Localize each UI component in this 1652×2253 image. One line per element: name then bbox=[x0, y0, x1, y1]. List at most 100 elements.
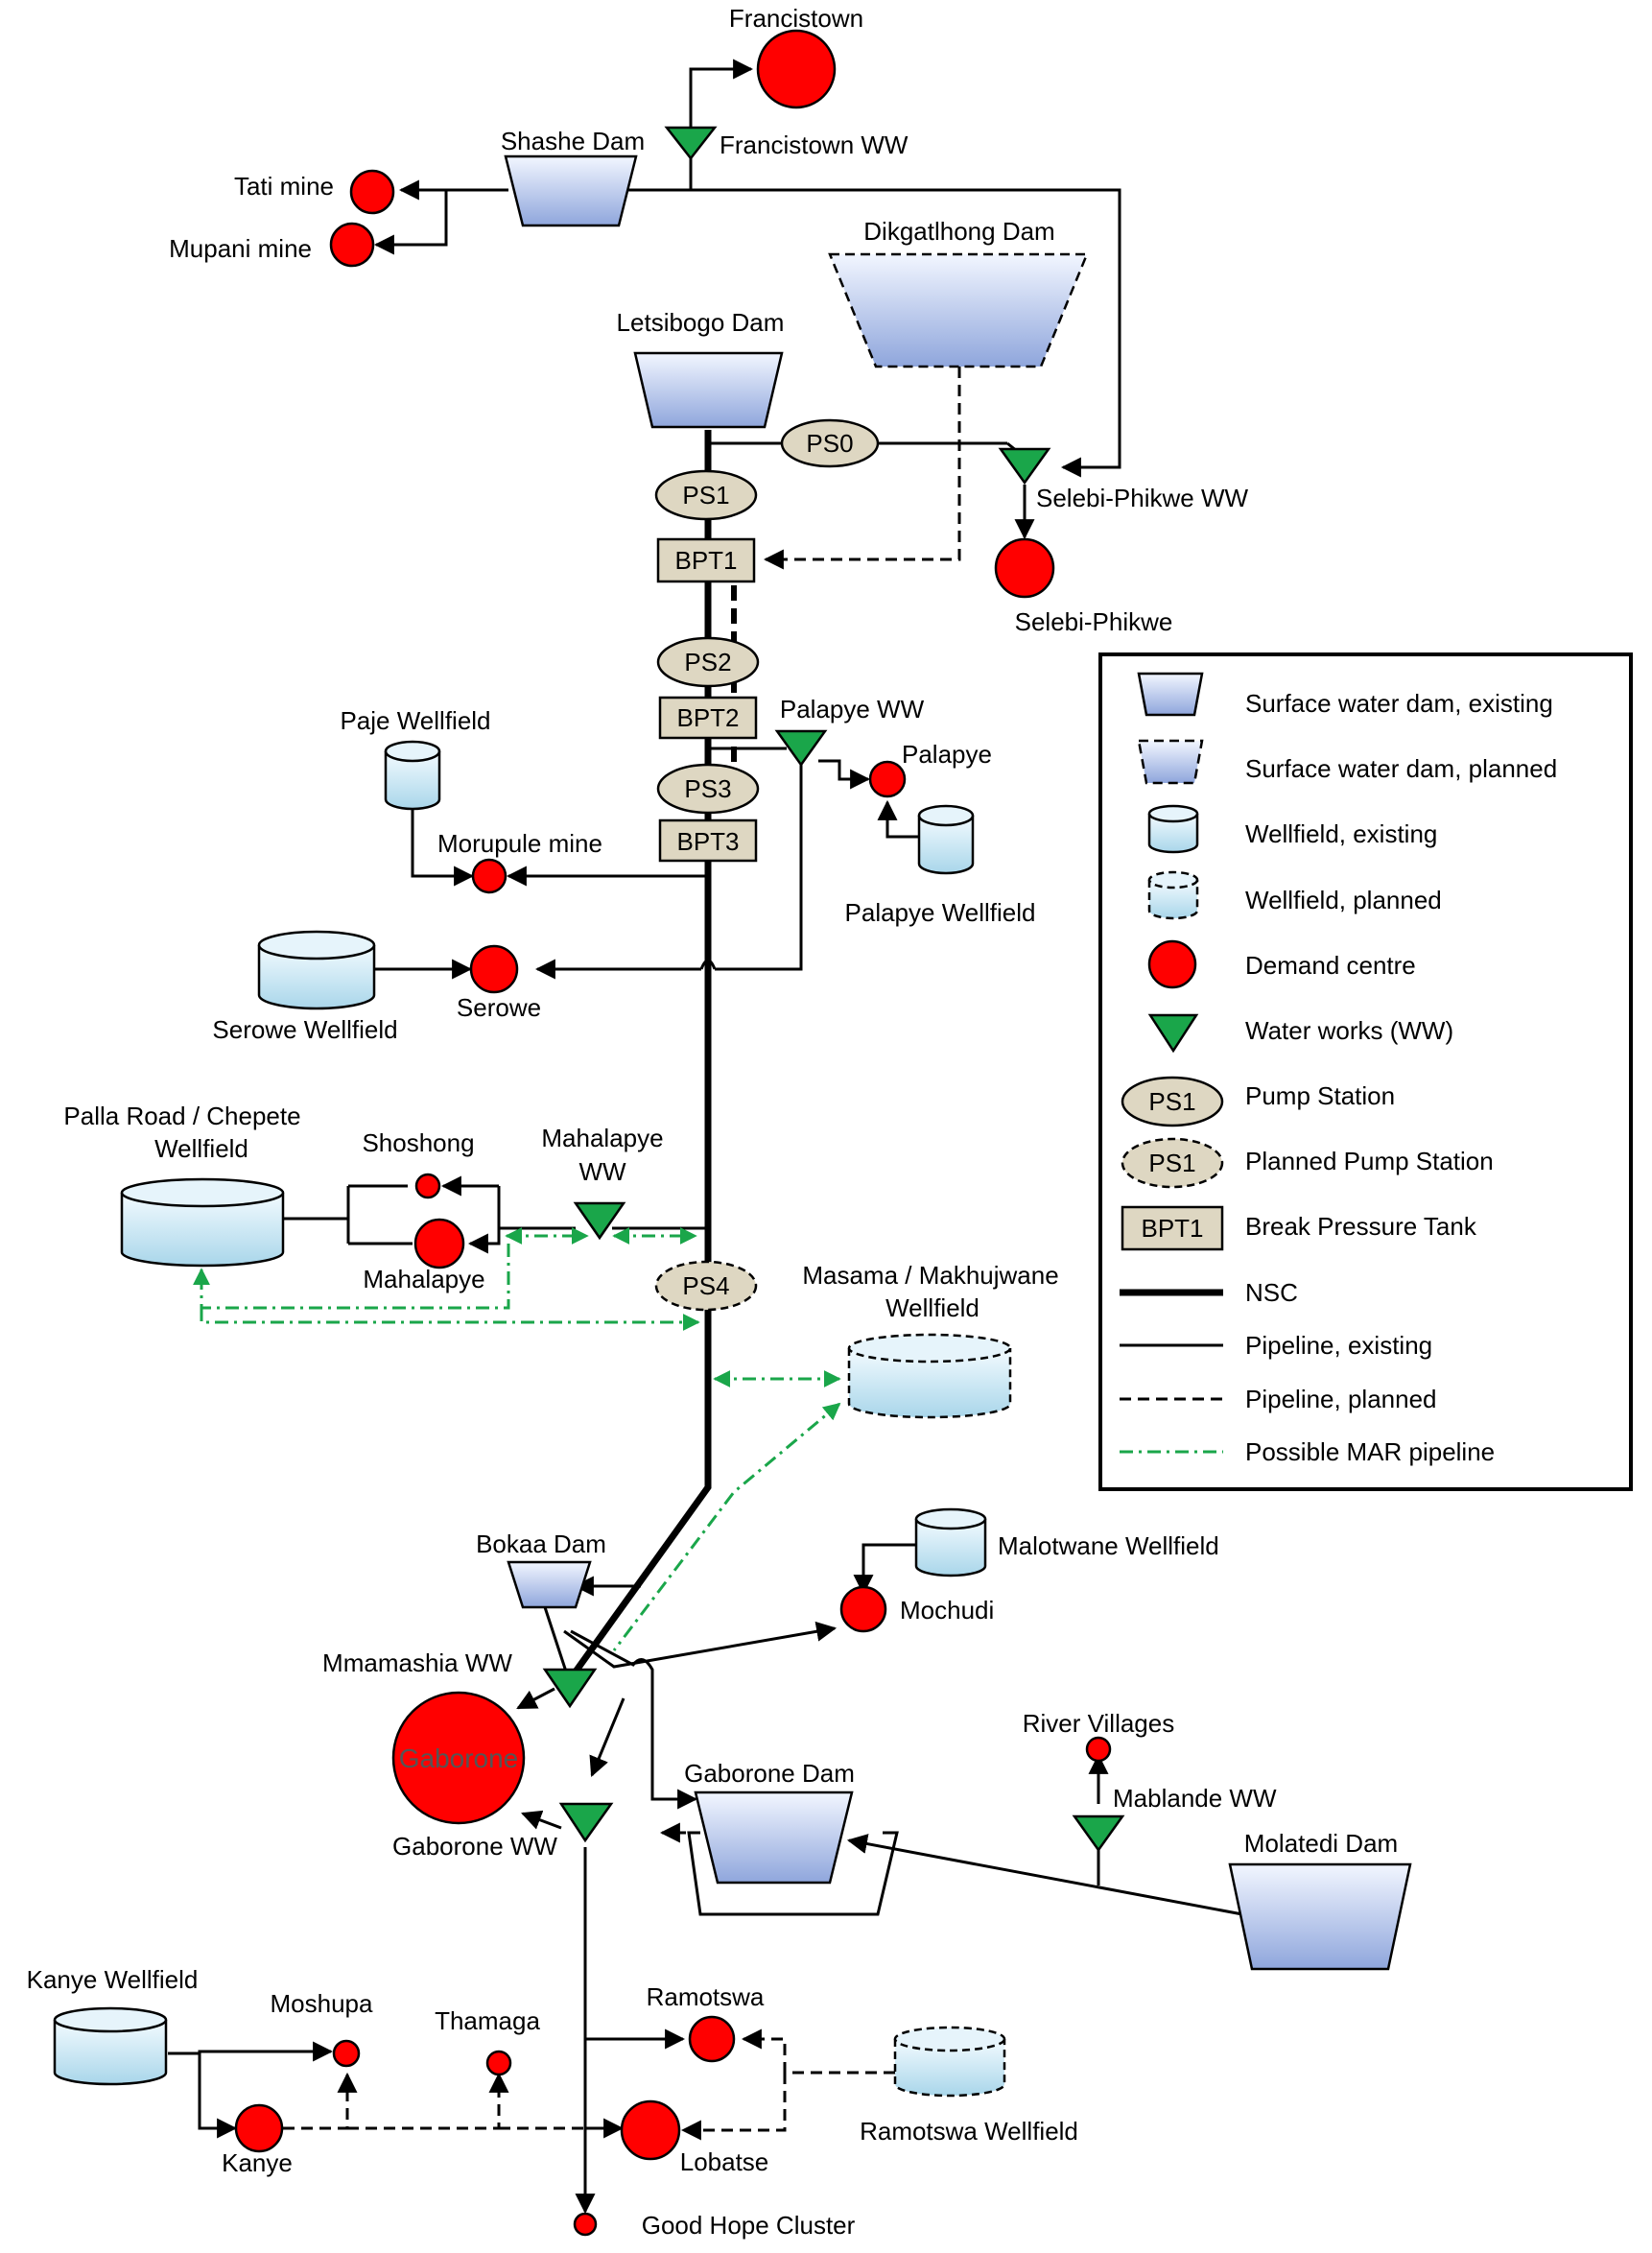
legend-demand-icon bbox=[1147, 939, 1197, 989]
ps0-label: PS0 bbox=[806, 429, 853, 458]
paje-wellfield-icon bbox=[384, 740, 441, 811]
legend-water-works-icon bbox=[1147, 1013, 1199, 1054]
shoshong-demand-icon bbox=[414, 1173, 441, 1199]
palapye-ww-icon bbox=[774, 729, 828, 768]
palapye-demand-icon bbox=[868, 760, 907, 798]
thamaga-label: Thamaga bbox=[435, 2006, 540, 2035]
palapye-wellfield-icon bbox=[917, 804, 975, 875]
selebi-phikwe-ww-label: Selebi-Phikwe WW bbox=[1036, 484, 1249, 512]
legend-label-7: Planned Pump Station bbox=[1245, 1147, 1494, 1175]
selebi-phikwe-ww-icon bbox=[998, 447, 1051, 486]
letsibogo-dam-icon bbox=[633, 351, 784, 429]
lobatse-demand-icon bbox=[620, 2099, 681, 2161]
palapye-label: Palapye bbox=[902, 740, 992, 769]
ps0-icon bbox=[780, 418, 880, 468]
mahalapye-ww-label-2: WW bbox=[578, 1157, 626, 1186]
ramotswa-wellfield-icon bbox=[893, 2026, 1006, 2098]
river-villages-label: River Villages bbox=[1023, 1709, 1174, 1738]
mahalapye-label: Mahalapye bbox=[363, 1265, 484, 1293]
mochudi-label: Mochudi bbox=[900, 1596, 994, 1625]
francistown-ww-label: Francistown WW bbox=[720, 130, 909, 159]
ramotswa-demand-icon bbox=[688, 2015, 736, 2063]
bpt1-icon bbox=[656, 537, 756, 583]
legend-pump-station-icon bbox=[1121, 1076, 1224, 1127]
legend-label-11: Pipeline, planned bbox=[1245, 1385, 1437, 1413]
ps4-icon bbox=[654, 1260, 758, 1312]
serowe-label: Serowe bbox=[457, 993, 541, 1022]
bpt3-label: BPT3 bbox=[676, 827, 739, 856]
legend-dam-existing-icon bbox=[1137, 672, 1204, 717]
mmamashia-ww-icon bbox=[542, 1668, 598, 1709]
legend: Surface water dam, existing Surface wate… bbox=[1098, 652, 1633, 1491]
bpt2-icon bbox=[658, 696, 758, 740]
legend-planned-pump-station-badge: PS1 bbox=[1148, 1149, 1195, 1177]
legend-label-5: Water works (WW) bbox=[1245, 1016, 1453, 1045]
legend-frame bbox=[1098, 652, 1633, 1491]
bpt1-label: BPT1 bbox=[674, 546, 737, 575]
tati-mine-label: Tati mine bbox=[234, 172, 334, 201]
legend-label-1: Surface water dam, planned bbox=[1245, 754, 1557, 783]
masama-label-2: Wellfield bbox=[885, 1293, 979, 1322]
letsibogo-dam-label: Letsibogo Dam bbox=[617, 308, 785, 337]
dikgatlhong-dam-icon bbox=[828, 252, 1089, 368]
palapye-ww-label: Palapye WW bbox=[780, 695, 925, 723]
legend-wellfield-existing-icon bbox=[1147, 804, 1199, 854]
legend-pump-station-badge: PS1 bbox=[1148, 1087, 1195, 1116]
serowe-wellfield-icon bbox=[257, 930, 376, 1010]
dikgatlhong-dam-label: Dikgatlhong Dam bbox=[863, 217, 1054, 246]
moshupa-demand-icon bbox=[332, 2039, 361, 2068]
selebi-phikwe-label: Selebi-Phikwe bbox=[1015, 607, 1173, 636]
legend-label-3: Wellfield, planned bbox=[1245, 886, 1442, 914]
masama-wellfield-icon bbox=[847, 1333, 1012, 1419]
paje-wellfield-label: Paje Wellfield bbox=[340, 706, 490, 735]
mochudi-demand-icon bbox=[839, 1585, 887, 1633]
kanye-demand-icon bbox=[234, 2103, 284, 2153]
shashe-dam-label: Shashe Dam bbox=[501, 127, 645, 155]
kanye-wellfield-icon bbox=[53, 2006, 168, 2086]
ps3-label: PS3 bbox=[684, 774, 731, 803]
gaborone-dam-label: Gaborone Dam bbox=[684, 1759, 855, 1788]
shashe-dam-icon bbox=[504, 154, 638, 227]
kanye-wellfield-label: Kanye Wellfield bbox=[27, 1965, 199, 1994]
legend-label-8: Break Pressure Tank bbox=[1245, 1212, 1477, 1241]
good-hope-label: Good Hope Cluster bbox=[642, 2211, 856, 2240]
legend-wellfield-planned-icon bbox=[1147, 870, 1199, 920]
morupule-mine-icon bbox=[471, 858, 507, 894]
francistown-label: Francistown bbox=[729, 4, 863, 33]
serowe-wellfield-label: Serowe Wellfield bbox=[212, 1015, 397, 1044]
gaborone-dam-icon bbox=[694, 1791, 854, 1885]
kanye-label: Kanye bbox=[222, 2148, 293, 2177]
lobatse-label: Lobatse bbox=[680, 2147, 769, 2176]
legend-label-4: Demand centre bbox=[1245, 951, 1416, 980]
gaborone-label: Gaborone bbox=[399, 1743, 519, 1773]
palapye-wellfield-label: Palapye Wellfield bbox=[845, 898, 1036, 927]
thamaga-demand-icon bbox=[485, 2050, 512, 2076]
masama-label-1: Masama / Makhujwane bbox=[802, 1261, 1058, 1290]
molatedi-dam-icon bbox=[1228, 1862, 1412, 1971]
palla-road-label-1: Palla Road / Chepete bbox=[63, 1102, 300, 1130]
ps1-label: PS1 bbox=[682, 481, 729, 510]
palla-road-label-2: Wellfield bbox=[154, 1134, 248, 1163]
molatedi-dam-label: Molatedi Dam bbox=[1244, 1829, 1398, 1858]
bpt3-icon bbox=[658, 818, 758, 863]
selebi-phikwe-demand-icon bbox=[994, 537, 1055, 599]
ramotswa-wellfield-label: Ramotswa Wellfield bbox=[860, 2117, 1078, 2146]
legend-planned-pump-station-icon bbox=[1121, 1137, 1224, 1189]
mablande-ww-icon bbox=[1072, 1814, 1125, 1853]
mmamashia-ww-label: Mmamashia WW bbox=[322, 1648, 512, 1677]
malotwane-wellfield-label: Malotwane Wellfield bbox=[998, 1531, 1219, 1560]
ramotswa-label: Ramotswa bbox=[647, 1982, 765, 2011]
mupani-mine-label: Mupani mine bbox=[169, 234, 312, 263]
tati-mine-icon bbox=[349, 169, 395, 215]
legend-bpt-badge: BPT1 bbox=[1141, 1214, 1203, 1243]
malotwane-wellfield-icon bbox=[914, 1507, 987, 1577]
mahalapye-ww-label-1: Mahalapye bbox=[541, 1124, 663, 1152]
river-villages-demand-icon bbox=[1085, 1736, 1112, 1763]
legend-label-2: Wellfield, existing bbox=[1245, 819, 1437, 848]
bokaa-dam-label: Bokaa Dam bbox=[476, 1530, 606, 1558]
bokaa-dam-icon bbox=[507, 1560, 592, 1609]
mupani-mine-icon bbox=[329, 222, 375, 268]
legend-dam-planned-icon bbox=[1137, 739, 1204, 785]
ps2-label: PS2 bbox=[684, 648, 731, 676]
